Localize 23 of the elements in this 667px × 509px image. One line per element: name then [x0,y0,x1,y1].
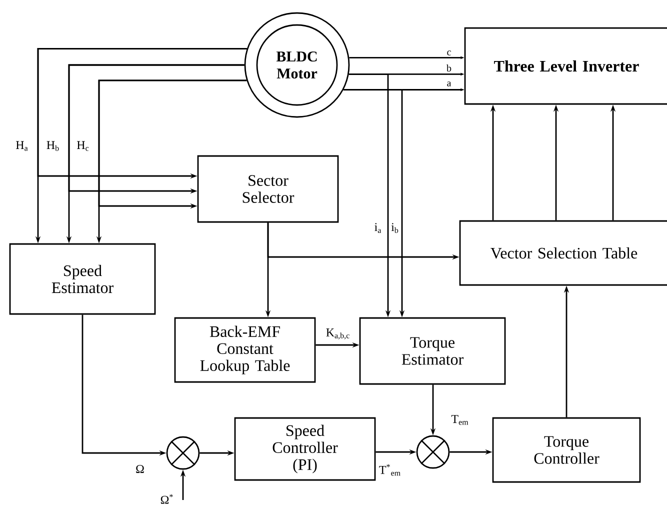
block-box: Back-EMF Constant Lookup Table [174,317,316,383]
edge-label: H$_{c}$ [76,141,89,151]
block-box: Torque Estimator [359,317,506,385]
edge-label: Ω$^{*}$ [160,494,173,504]
block-box: Torque Controller [492,417,641,483]
edge-label: K$_{a,b,c}$ [326,328,350,340]
edge-label: H$_{a}$ [16,141,28,151]
edge-label: Ω [136,465,144,473]
edge-label: i$_{b}$ [391,223,398,233]
summing-junction [166,436,200,470]
summing-junction [416,435,450,469]
block-box: Vector Selection Table [459,220,667,286]
block-box: Sector Selector [197,155,339,223]
inverter-box: Three Level Inverter [464,27,667,105]
edge-label: i$_{a}$ [374,223,382,233]
edge-label: T$_{em}$ [451,415,468,425]
edge-label: b [446,64,452,72]
edge-label: H$_{b}$ [46,141,59,151]
edge-label: c [447,50,451,56]
edge-label: a [447,82,452,86]
edge-label: T$^{*}$em [379,464,400,476]
block-box: Speed Estimator [9,243,156,315]
block-box: Speed Controller (PI) [234,417,376,481]
